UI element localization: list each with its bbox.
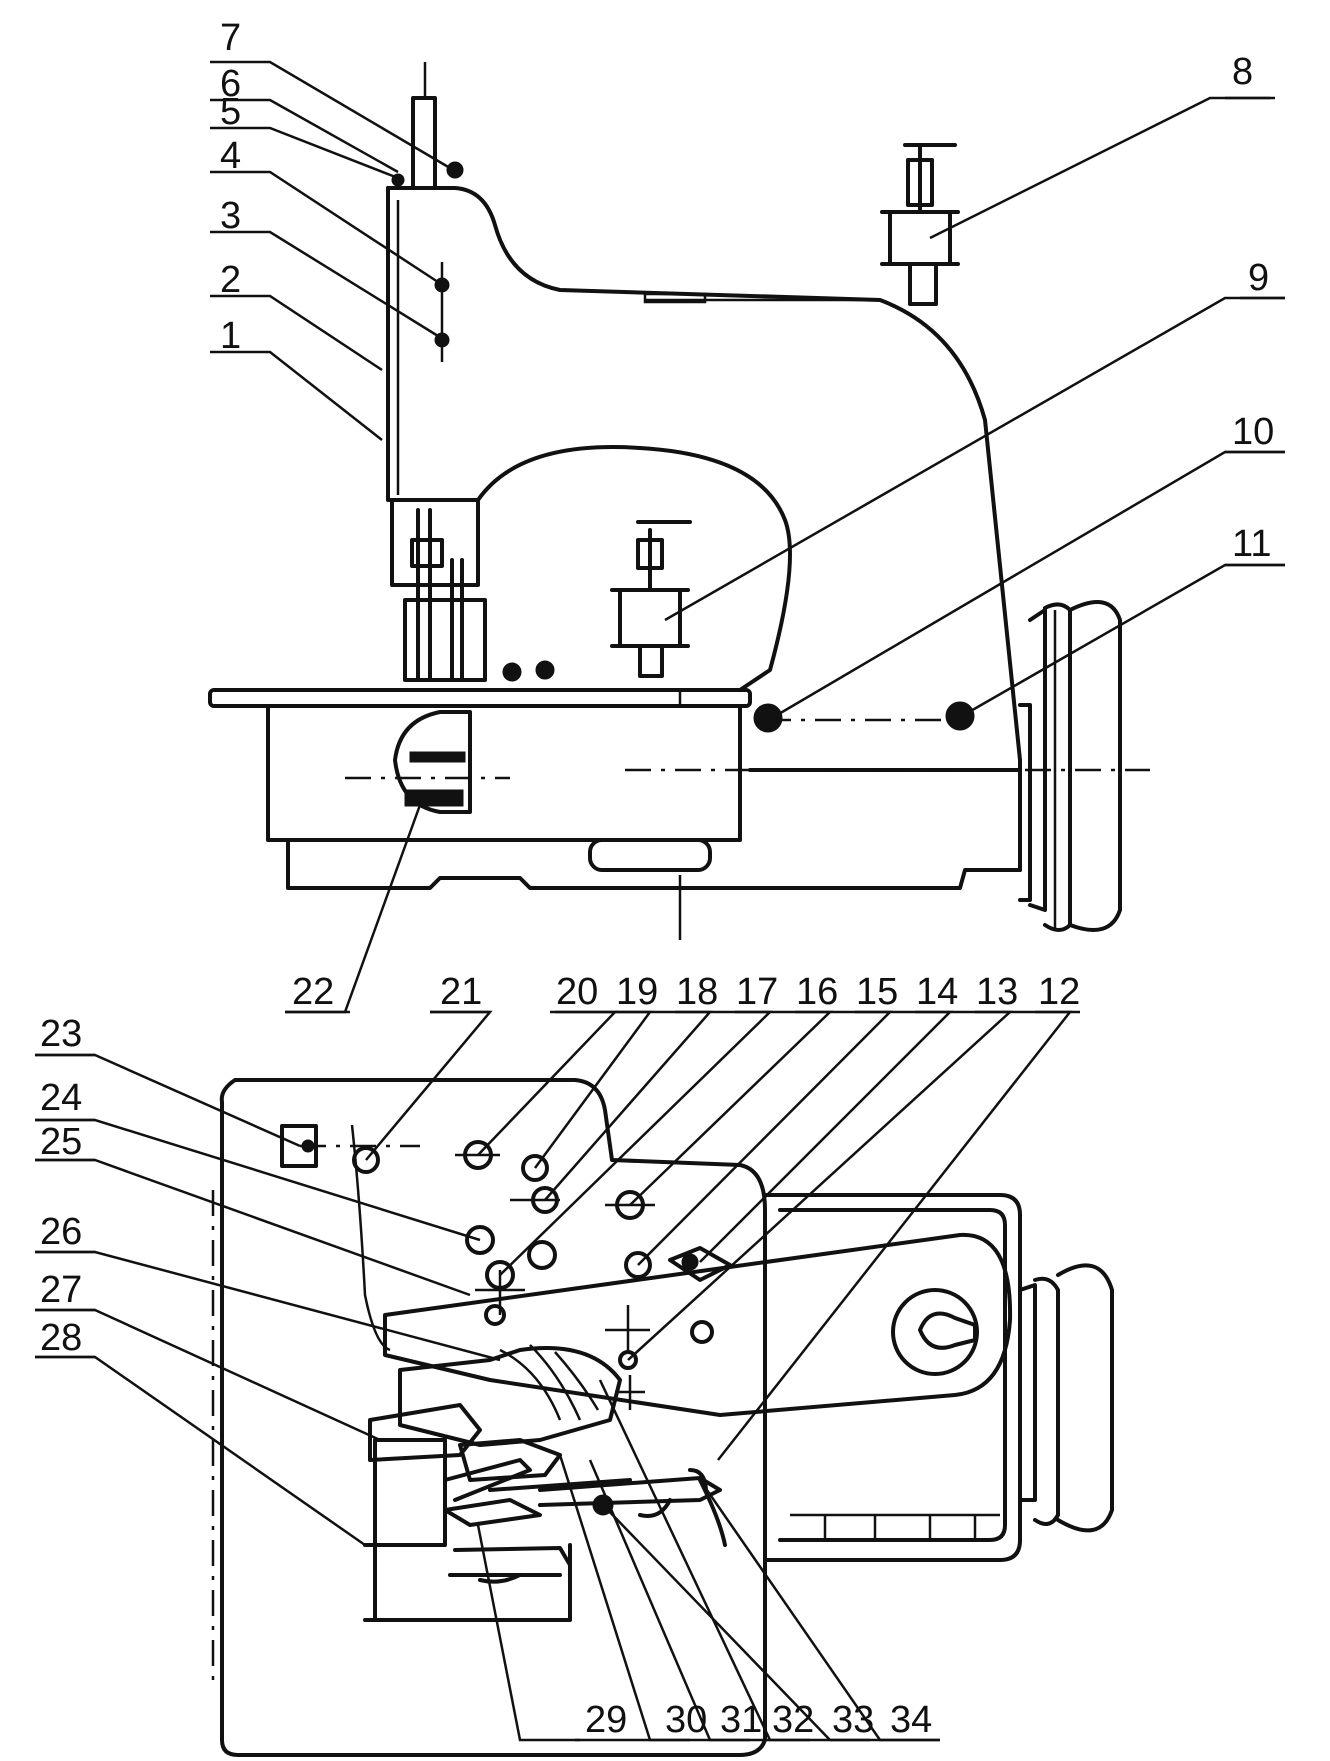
machine-plan-view: [211, 1078, 1114, 1757]
machine-arm: [386, 186, 1022, 872]
handwheel-plan: [1018, 1263, 1114, 1533]
callout-34: 34: [890, 1699, 932, 1741]
machine-head: [386, 186, 792, 692]
callout-underlines: [35, 96, 1285, 1742]
callout-8: 8: [1232, 51, 1253, 93]
machine-front-view: [208, 62, 1150, 940]
callout-14: 14: [916, 971, 958, 1013]
presser-bar-assembly: [390, 498, 555, 682]
callout-21: 21: [440, 971, 482, 1013]
callout-4: 4: [220, 135, 241, 177]
callout-10: 10: [1232, 411, 1274, 453]
machine-bed: [208, 688, 1022, 940]
thread-tension-lower: [610, 520, 692, 678]
callout-30: 30: [665, 1699, 707, 1741]
callout-28: 28: [40, 1317, 82, 1359]
callout-16: 16: [796, 971, 838, 1013]
callout-25: 25: [40, 1121, 82, 1163]
callout-1: 1: [220, 315, 241, 357]
callout-29: 29: [585, 1699, 627, 1741]
callout-26: 26: [40, 1211, 82, 1253]
callout-6: 6: [220, 63, 241, 105]
callout-2: 2: [220, 259, 241, 301]
callout-13: 13: [976, 971, 1018, 1013]
cross-markers: [455, 1153, 655, 1410]
callout-33: 33: [832, 1699, 874, 1741]
callout-12: 12: [1038, 971, 1080, 1013]
callout-7: 7: [220, 17, 241, 59]
needle-bar-top: [391, 62, 464, 190]
callout-23: 23: [40, 1013, 82, 1055]
thread-tension-upper: [880, 143, 960, 306]
callout-24: 24: [40, 1077, 82, 1119]
callout-labels: 1 2 3 4 5 6 7 8 9 10 11 12 13 14 15 16 1…: [40, 17, 1274, 1741]
bobbin-window: [393, 710, 472, 814]
callout-3: 3: [220, 195, 241, 237]
callout-5: 5: [220, 91, 241, 133]
callout-15: 15: [856, 971, 898, 1013]
callout-9: 9: [1248, 257, 1269, 299]
callout-31: 31: [720, 1699, 762, 1741]
plan-screws: [352, 1140, 732, 1370]
looper-assembly: [368, 1344, 727, 1547]
callout-19: 19: [616, 971, 658, 1013]
callout-17: 17: [736, 971, 778, 1013]
feed-dog-block: [363, 1438, 572, 1622]
handwheel-front: [1018, 600, 1122, 932]
callout-22: 22: [292, 971, 334, 1013]
lever-plate: [383, 1232, 1013, 1417]
base-outline: [219, 1078, 767, 1757]
callout-11: 11: [1232, 523, 1271, 565]
callout-27: 27: [40, 1269, 82, 1311]
callout-20: 20: [556, 971, 598, 1013]
callout-18: 18: [676, 971, 718, 1013]
callout-32: 32: [772, 1699, 814, 1741]
